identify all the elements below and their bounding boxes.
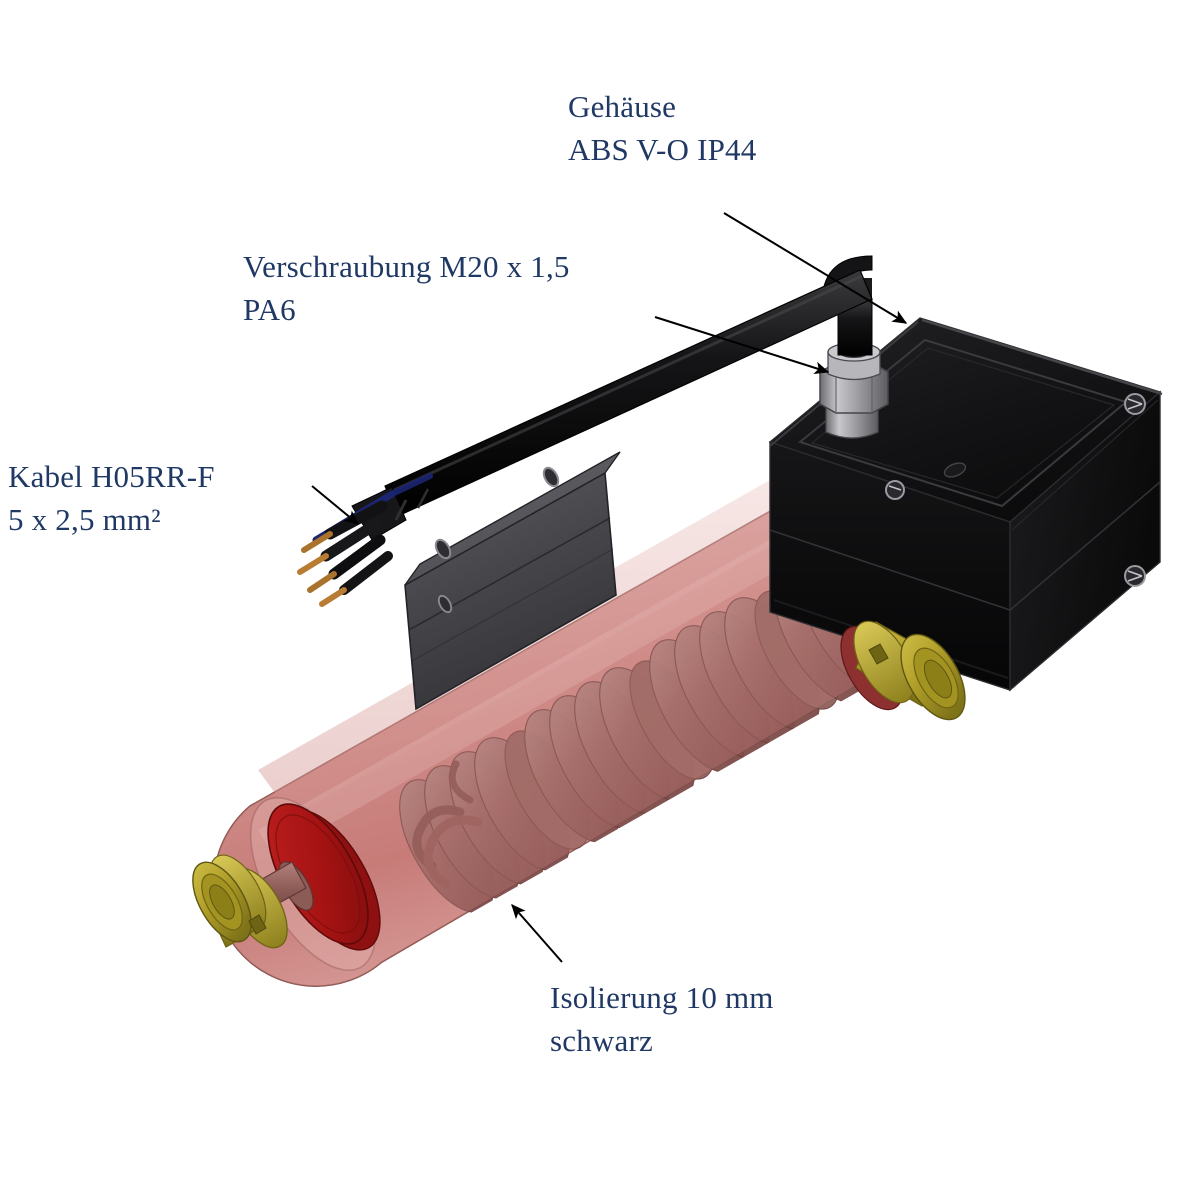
insulation-callout-line2: schwarz	[550, 1022, 653, 1058]
leader-isolierung	[511, 903, 563, 963]
cable-gland-callout-line2: PA6	[243, 291, 296, 327]
housing-screw-bottom-right	[1124, 565, 1146, 587]
heating-coil-assembly	[399, 541, 920, 913]
port-fitting-right[interactable]	[828, 612, 978, 731]
housing-screw-front-left	[885, 480, 905, 500]
cable-gland-callout: Verschraubung M20 x 1,5 PA6	[243, 246, 570, 332]
power-cable	[351, 255, 873, 541]
housing-screw-top-right	[1124, 393, 1146, 415]
coil-turns	[399, 541, 920, 913]
leader-gehaeuse	[723, 212, 908, 324]
housing-callout-line2: ABS V-O IP44	[568, 131, 757, 167]
leader-verschraubung	[654, 316, 830, 375]
housing-callout: Gehäuse ABS V-O IP44	[568, 86, 756, 172]
port-fitting-left[interactable]	[181, 846, 299, 957]
coil-return-bends	[412, 760, 483, 889]
cable-callout-line1: Kabel H05RR-F	[8, 459, 215, 494]
housing-callout-line1: Gehäuse	[568, 89, 677, 124]
cable-wire-ends	[297, 473, 433, 607]
cable-gland[interactable]	[819, 342, 889, 439]
insulation-callout-line1: Isolierung 10 mm	[550, 980, 774, 1015]
cable-callout-line2: 5 x 2,5 mm²	[8, 501, 161, 537]
insulation-callout: Isolierung 10 mm schwarz	[550, 977, 774, 1063]
cable-gland-callout-line1: Verschraubung M20 x 1,5	[243, 249, 570, 284]
mounting-bracket	[404, 451, 621, 711]
leader-kabel	[311, 485, 360, 525]
cable-callout: Kabel H05RR-F 5 x 2,5 mm²	[8, 456, 215, 542]
leader-lines	[311, 212, 908, 963]
